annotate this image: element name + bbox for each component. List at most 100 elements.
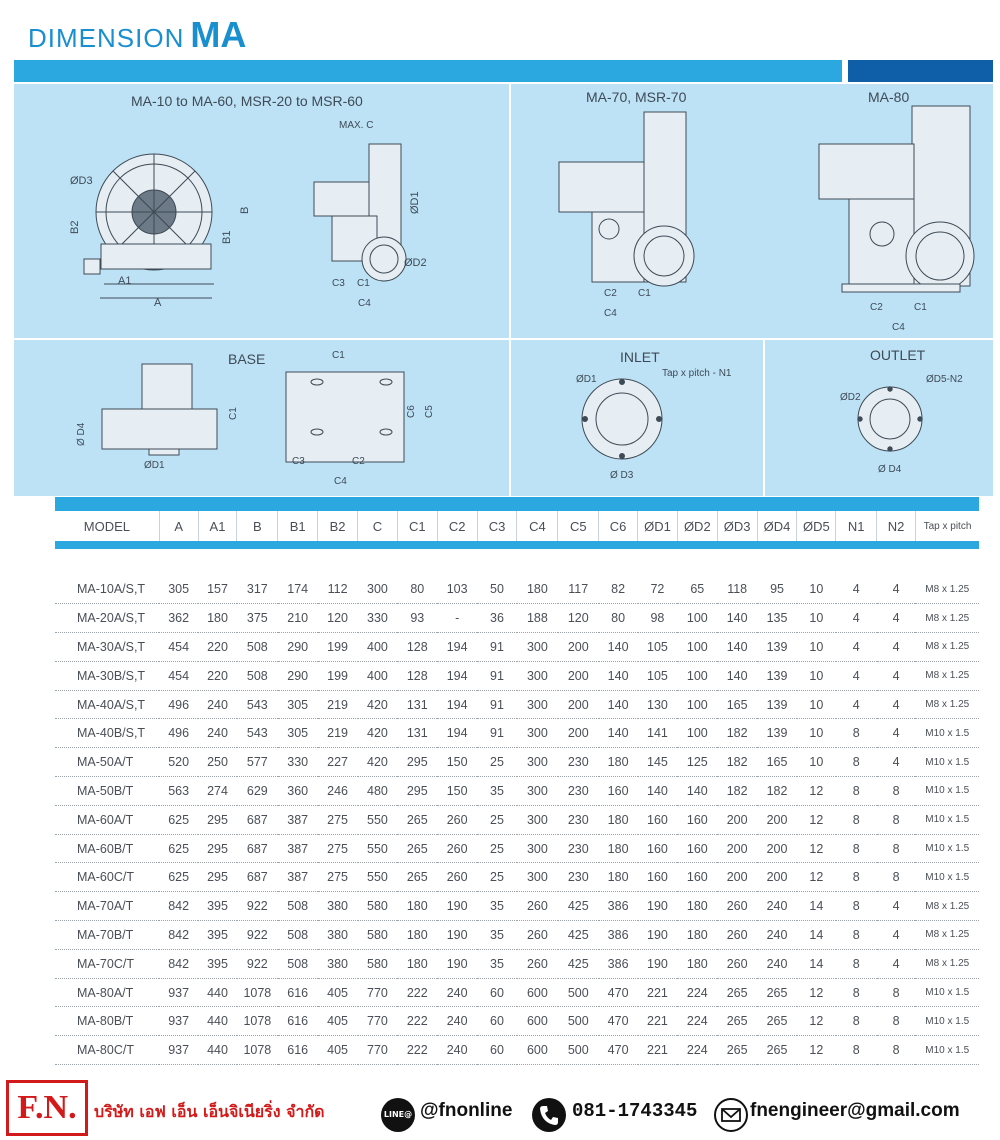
table-cell: -: [437, 603, 478, 634]
table-cell: 300: [516, 690, 558, 720]
table-cell: 12: [796, 776, 836, 806]
table-cell: 508: [236, 632, 278, 662]
table-cell: 265: [717, 978, 758, 1008]
header-bar-accent: [848, 60, 993, 82]
table-cell: 240: [757, 920, 797, 950]
label-base-c2: C2: [352, 456, 365, 467]
table-cell: 470: [598, 1006, 638, 1037]
table-cell: 100: [677, 690, 718, 720]
table-cell: 405: [317, 1035, 358, 1066]
table-cell: 194: [437, 718, 478, 749]
label-side-c4: C4: [358, 298, 371, 309]
table-cell: 174: [277, 575, 318, 605]
table-cell: 128: [397, 632, 438, 662]
table-cell: 290: [277, 661, 318, 691]
table-cell: 260: [516, 920, 558, 950]
table-cell: 300: [516, 747, 558, 778]
table-cell: M10 x 1.5: [915, 747, 979, 778]
table-header-cell: C3: [477, 511, 518, 541]
table-header-cell: B1: [277, 511, 319, 541]
table-header-cell: ØD1: [637, 511, 678, 541]
table-cell: 922: [236, 891, 278, 922]
table-cell: 1078: [236, 1035, 278, 1066]
table-cell: 200: [557, 718, 599, 749]
table-cell: 10: [796, 690, 836, 720]
label-base-c3: C3: [292, 456, 305, 467]
table-cell: M8 x 1.25: [915, 603, 979, 634]
table-cell: 275: [317, 862, 358, 893]
table-cell: 543: [236, 690, 278, 720]
table-cell: 224: [677, 978, 718, 1008]
table-cell: 240: [198, 718, 237, 749]
table-cell: 182: [757, 776, 797, 806]
table-cell: 300: [516, 776, 558, 806]
table-cell: 687: [236, 862, 278, 893]
table-header-cell: N2: [876, 511, 916, 541]
table-cell: 395: [198, 920, 237, 950]
table-cell: 140: [677, 776, 718, 806]
phone-number[interactable]: 081-1743345: [572, 1100, 698, 1122]
table-cell: 10: [796, 661, 836, 691]
table-cell: 25: [477, 862, 517, 893]
table-cell: 300: [516, 632, 558, 662]
table-cell: 375: [236, 603, 278, 634]
table-cell: 4: [835, 690, 877, 720]
table-cell: M10 x 1.5: [915, 834, 979, 864]
table-cell: 386: [598, 891, 638, 922]
table-cell: 265: [397, 834, 438, 864]
label-side-d2: ØD2: [404, 257, 427, 269]
table-cell: 160: [637, 805, 678, 835]
table-cell: 200: [557, 661, 599, 691]
table-cell: 265: [397, 862, 438, 893]
label-b: B: [239, 207, 251, 214]
header-bar: [14, 60, 842, 82]
table-header-cell: Tap x pitch: [923, 520, 972, 532]
table-cell: 440: [198, 1035, 237, 1066]
table-cell: 600: [516, 1006, 558, 1037]
table-cell: 687: [236, 834, 278, 864]
table-cell: 182: [717, 747, 758, 778]
table-cell: 8: [835, 718, 877, 749]
table-cell: 260: [516, 949, 558, 979]
fan-front-view: [83, 153, 214, 285]
table-cell: 454: [159, 661, 199, 691]
table-cell: 98: [637, 603, 678, 634]
table-cell: 500: [557, 1006, 599, 1037]
table-cell: 295: [198, 862, 237, 893]
table-header-cell: B: [236, 511, 279, 541]
table-cell: 200: [717, 862, 758, 893]
table-cell: 103: [437, 575, 478, 605]
label-base-c1-side: C1: [228, 407, 239, 420]
table-cell: 480: [357, 776, 398, 806]
model-cell: MA-70B/T: [55, 920, 160, 950]
table-cell: 160: [637, 862, 678, 893]
email-address[interactable]: fnengineer@gmail.com: [750, 1100, 960, 1121]
line-id[interactable]: @fnonline: [420, 1100, 513, 1121]
table-cell: 300: [516, 805, 558, 835]
label-base-d1: ØD1: [144, 460, 165, 471]
table-cell: 25: [477, 747, 517, 778]
table-cell: 265: [717, 1035, 758, 1066]
table-cell: 275: [317, 805, 358, 835]
table-cell: 508: [277, 891, 318, 922]
table-cell: 190: [637, 949, 678, 979]
table-cell: 222: [397, 978, 438, 1008]
table-cell: 4: [835, 632, 877, 662]
table-cell: 305: [277, 718, 318, 749]
table-cell: 25: [477, 834, 517, 864]
table-cell: 4: [876, 718, 916, 749]
table-cell: 4: [835, 661, 877, 691]
table-cell: 380: [317, 949, 358, 979]
table-cell: 200: [757, 805, 797, 835]
table-cell: 4: [876, 690, 916, 720]
table-cell: 72: [637, 575, 678, 605]
table-cell: 224: [677, 1035, 718, 1066]
